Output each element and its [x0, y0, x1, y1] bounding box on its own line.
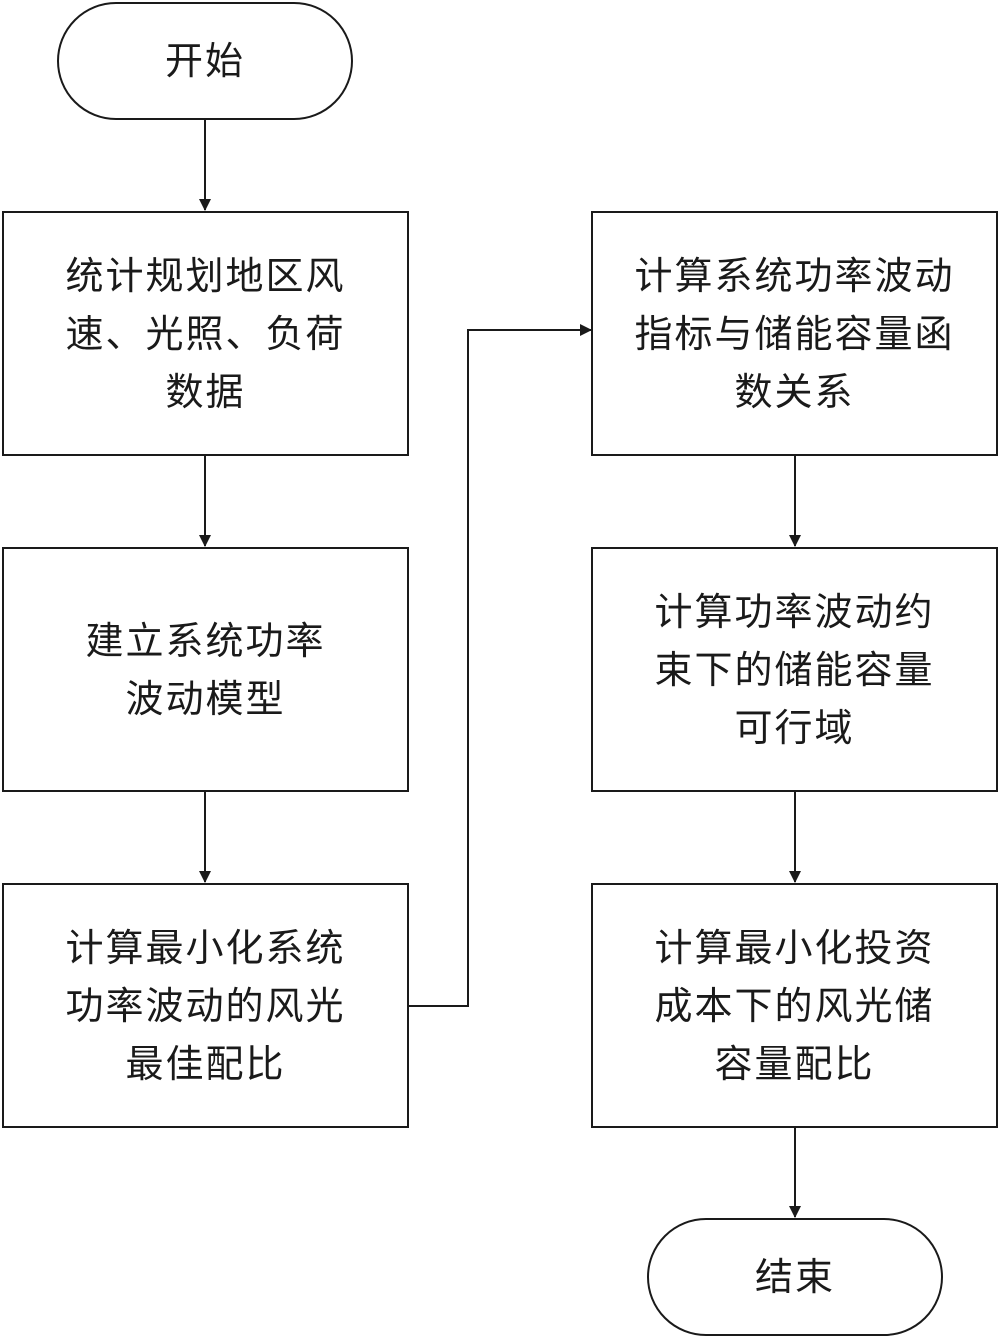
process-box-feasible-domain: 计算功率波动约 束下的储能容量 可行域	[591, 547, 998, 792]
process-box-optimal-ratio: 计算最小化系统 功率波动的风光 最佳配比	[2, 883, 409, 1128]
arrow-ratio-to-function	[408, 324, 592, 1007]
collect-data-line-3: 数据	[165, 369, 246, 414]
feasible-domain-line-1: 计算功率波动约	[654, 589, 935, 634]
function-relation-line-3: 数关系	[734, 369, 855, 414]
build-model-line-2: 波动模型	[125, 676, 286, 721]
optimal-ratio-line-1: 计算最小化系统	[65, 925, 346, 970]
function-relation-line-2: 指标与储能容量函	[634, 311, 955, 356]
optimal-ratio-line-2: 功率波动的风光	[65, 983, 346, 1028]
cost-ratio-line-2: 成本下的风光储	[654, 983, 935, 1028]
start-node: 开始	[57, 2, 353, 120]
end-node: 结束	[647, 1218, 943, 1336]
optimal-ratio-line-3: 最佳配比	[125, 1041, 286, 1086]
start-label: 开始	[164, 39, 245, 83]
cost-ratio-line-1: 计算最小化投资	[654, 925, 935, 970]
process-box-build-model: 建立系统功率 波动模型	[2, 547, 409, 792]
function-relation-line-1: 计算系统功率波动	[634, 253, 955, 298]
end-label: 结束	[754, 1255, 835, 1299]
process-box-cost-ratio: 计算最小化投资 成本下的风光储 容量配比	[591, 883, 998, 1128]
cost-ratio-line-3: 容量配比	[714, 1041, 875, 1086]
build-model-line-1: 建立系统功率	[85, 618, 326, 663]
collect-data-line-2: 速、光照、负荷	[65, 311, 346, 356]
collect-data-line-1: 统计规划地区风	[65, 253, 346, 298]
feasible-domain-line-2: 束下的储能容量	[654, 647, 935, 692]
process-box-function-relation: 计算系统功率波动 指标与储能容量函 数关系	[591, 211, 998, 456]
process-box-collect-data: 统计规划地区风 速、光照、负荷 数据	[2, 211, 409, 456]
feasible-domain-line-3: 可行域	[734, 705, 855, 750]
